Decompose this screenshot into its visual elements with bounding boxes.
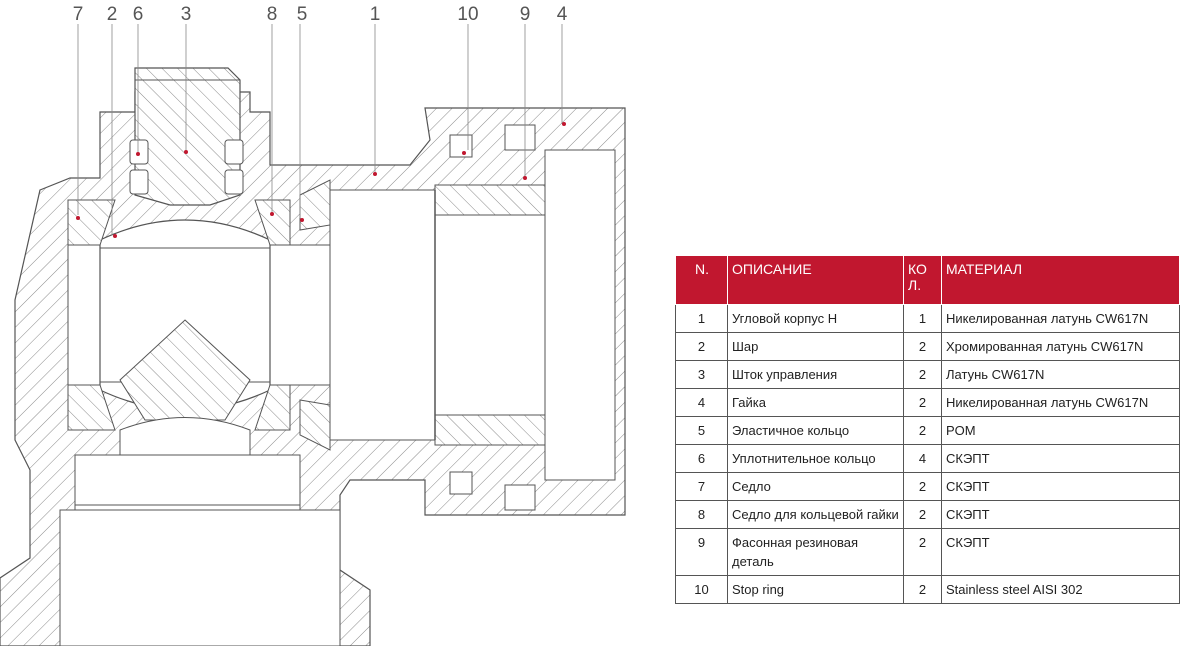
cell-number: 7 bbox=[675, 472, 728, 501]
nut-bottom bbox=[434, 414, 546, 446]
header-description: ОПИСАНИЕ bbox=[727, 255, 904, 305]
cell-number: 5 bbox=[675, 416, 728, 445]
cell-description: Гайка bbox=[727, 388, 904, 417]
callout-10: 10 bbox=[457, 4, 478, 25]
cell-description: Stop ring bbox=[727, 575, 904, 604]
o-rings bbox=[129, 139, 244, 195]
elastic-ring-top bbox=[299, 179, 331, 231]
outlet-opening bbox=[544, 149, 616, 481]
cell-material: Никелированная латунь CW617N bbox=[941, 388, 1180, 417]
cell-number: 2 bbox=[675, 332, 728, 361]
cell-number: 9 bbox=[675, 528, 728, 576]
control-stem bbox=[134, 67, 241, 206]
cell-material: Хромированная латунь CW617N bbox=[941, 332, 1180, 361]
callout-4: 4 bbox=[557, 4, 568, 25]
callout-dots bbox=[76, 122, 566, 238]
nut-top bbox=[434, 184, 546, 216]
callout-7: 7 bbox=[73, 4, 84, 25]
callout-labels: 7 2 6 3 8 5 1 10 9 4 bbox=[73, 4, 568, 25]
cell-material: Stainless steel AISI 302 bbox=[941, 575, 1180, 604]
cell-quantity: 4 bbox=[903, 444, 942, 473]
cell-quantity: 2 bbox=[903, 500, 942, 529]
callout-6: 6 bbox=[133, 4, 144, 25]
cell-description: Шток управления bbox=[727, 360, 904, 389]
header-number: N. bbox=[675, 255, 728, 305]
cell-quantity: 1 bbox=[903, 304, 942, 333]
cell-description: Эластичное кольцо bbox=[727, 416, 904, 445]
cell-quantity: 2 bbox=[903, 472, 942, 501]
header-material: МАТЕРИАЛ bbox=[941, 255, 1180, 305]
rubber-part-top bbox=[504, 124, 536, 151]
callout-8: 8 bbox=[267, 4, 278, 25]
cell-description: Седло для кольцевой гайки bbox=[727, 500, 904, 529]
cell-number: 4 bbox=[675, 388, 728, 417]
cell-quantity: 2 bbox=[903, 416, 942, 445]
valve-cross-section-drawing: 7 2 6 3 8 5 1 10 9 4 bbox=[0, 4, 626, 646]
cell-material: Латунь CW617N bbox=[941, 360, 1180, 389]
seat-right-bottom bbox=[254, 384, 291, 431]
stop-ring-bottom bbox=[449, 471, 473, 495]
outlet-bore bbox=[329, 189, 436, 441]
cell-description: Седло bbox=[727, 472, 904, 501]
cell-description: Угловой корпус H bbox=[727, 304, 904, 333]
cell-number: 3 bbox=[675, 360, 728, 389]
bottom-port bbox=[59, 509, 341, 646]
cell-number: 10 bbox=[675, 575, 728, 604]
callout-2: 2 bbox=[107, 4, 118, 25]
cell-material: СКЭПТ bbox=[941, 528, 1180, 576]
header-quantity: КО Л. bbox=[903, 255, 942, 305]
callout-1: 1 bbox=[370, 4, 381, 25]
cell-material: СКЭПТ bbox=[941, 500, 1180, 529]
cell-number: 6 bbox=[675, 444, 728, 473]
cell-description: Фасонная резиновая деталь bbox=[727, 528, 904, 576]
cell-quantity: 2 bbox=[903, 332, 942, 361]
seat-left-top bbox=[67, 199, 116, 246]
callout-5: 5 bbox=[297, 4, 308, 25]
cell-material: СКЭПТ bbox=[941, 444, 1180, 473]
cell-quantity: 2 bbox=[903, 388, 942, 417]
rubber-part-bottom bbox=[504, 484, 536, 511]
stop-ring-top bbox=[449, 134, 473, 158]
cell-quantity: 2 bbox=[903, 575, 942, 604]
cell-number: 1 bbox=[675, 304, 728, 333]
cell-quantity: 2 bbox=[903, 360, 942, 389]
cell-number: 8 bbox=[675, 500, 728, 529]
cell-quantity: 2 bbox=[903, 528, 942, 576]
cell-material: POM bbox=[941, 416, 1180, 445]
leader-lines bbox=[77, 24, 563, 235]
cell-material: СКЭПТ bbox=[941, 472, 1180, 501]
cell-description: Уплотнительное кольцо bbox=[727, 444, 904, 473]
cell-material: Никелированная латунь CW617N bbox=[941, 304, 1180, 333]
callout-9: 9 bbox=[520, 4, 531, 25]
callout-3: 3 bbox=[181, 4, 192, 25]
cell-description: Шар bbox=[727, 332, 904, 361]
seat-right-top bbox=[254, 199, 291, 246]
table-header-row: N. ОПИСАНИЕ КО Л. МАТЕРИАЛ bbox=[675, 255, 1180, 305]
seat-left-bottom bbox=[67, 384, 116, 431]
elastic-ring-bottom bbox=[299, 399, 331, 451]
